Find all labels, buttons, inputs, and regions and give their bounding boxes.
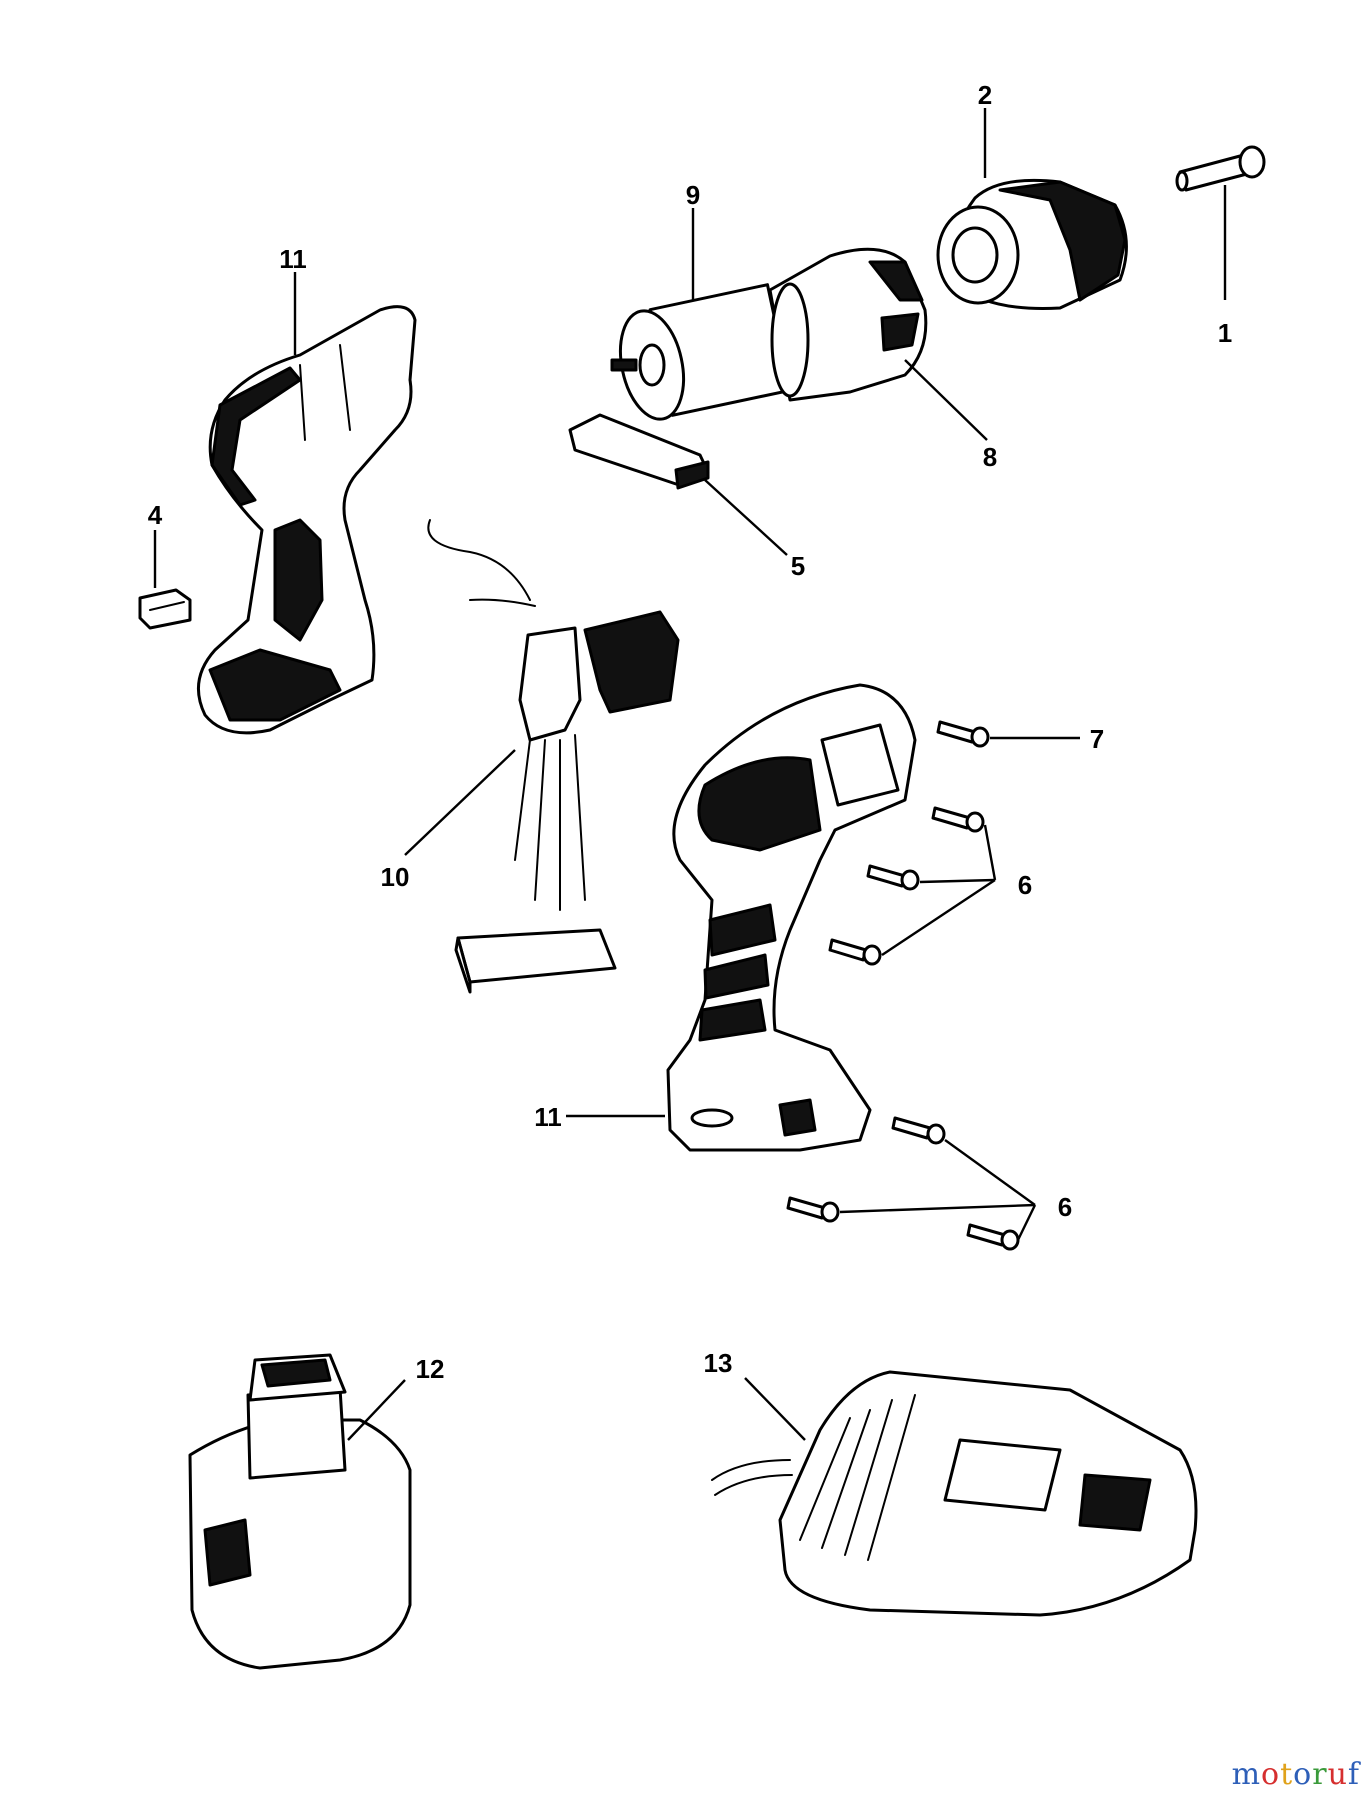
part-9-motor [610, 283, 792, 421]
part-11-housing-right [666, 683, 917, 1152]
watermark-letter: f [1347, 1757, 1360, 1792]
callout-10: 10 [381, 862, 410, 892]
callout-2: 2 [978, 80, 992, 110]
part-1-bolt [1175, 145, 1266, 192]
callout-4: 4 [148, 500, 163, 530]
callout-9: 9 [686, 180, 700, 210]
callout-12: 12 [416, 1354, 445, 1384]
watermark-letter: o [1261, 1757, 1281, 1792]
part-7-screw [936, 720, 990, 748]
callout-6-lower: 6 [1058, 1192, 1072, 1222]
watermark-letter: u [1327, 1757, 1348, 1792]
part-10-switch [427, 519, 680, 994]
part-13-charger [711, 1370, 1198, 1617]
callout-labels: 2 1 9 8 11 5 4 10 7 6 11 6 12 13 [148, 80, 1232, 1384]
part-6-screws-upper [828, 806, 985, 966]
part-8-gearbox [768, 247, 928, 402]
leader-lines [153, 108, 1227, 1441]
part-4-clip [138, 588, 192, 630]
part-11-housing-left [197, 305, 417, 735]
callout-8: 8 [983, 442, 997, 472]
part-5-clip [568, 413, 710, 490]
callout-5: 5 [791, 551, 805, 581]
part-12-battery [188, 1353, 412, 1670]
watermark-logo: motoruf [1232, 1757, 1360, 1792]
watermark-letter: t [1280, 1757, 1294, 1792]
callout-11-left: 11 [279, 244, 307, 274]
callout-1: 1 [1218, 318, 1232, 348]
callout-11-right: 11 [534, 1102, 562, 1132]
callout-6-upper: 6 [1018, 870, 1032, 900]
watermark-letter: o [1293, 1757, 1313, 1792]
part-6-screws-lower [786, 1116, 1020, 1251]
callout-13: 13 [704, 1348, 733, 1378]
callout-7: 7 [1090, 724, 1104, 754]
part-2-chuck [936, 178, 1128, 310]
watermark-letter: m [1231, 1757, 1262, 1792]
watermark-letter: r [1312, 1757, 1328, 1792]
